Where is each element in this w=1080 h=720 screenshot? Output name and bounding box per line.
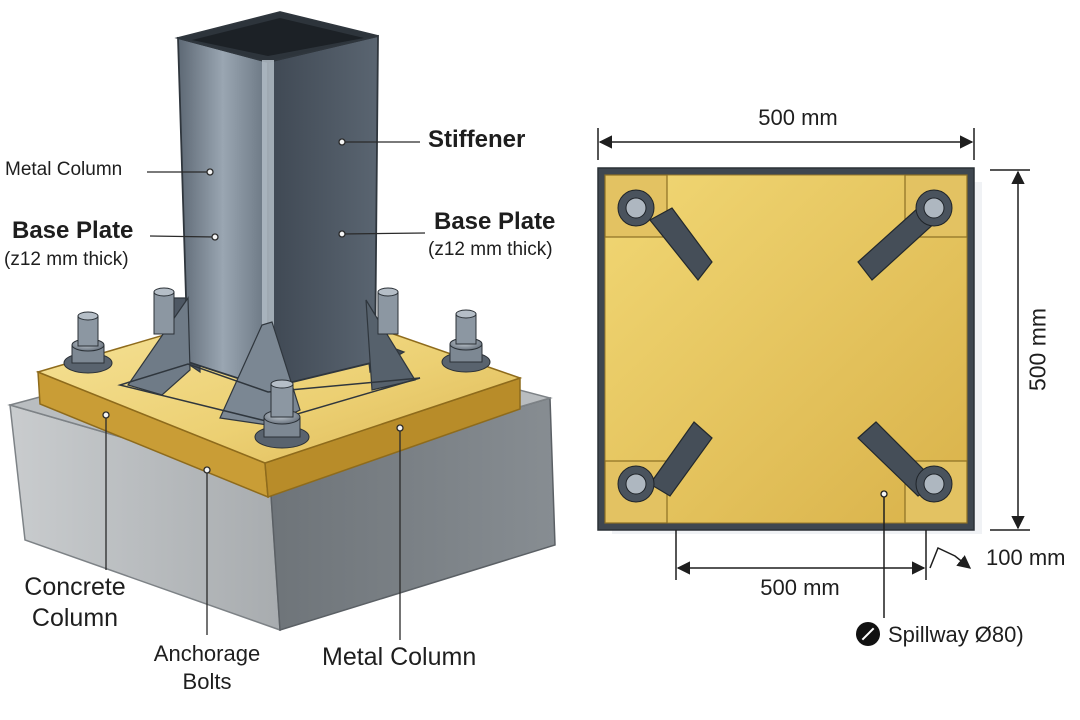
anchor-bolt [153,287,175,335]
stiffener-blades [649,207,940,497]
label-base-plate-left-note: (z12 mm thick) [4,249,129,270]
dim-offset: 100 mm [986,545,1066,570]
anchor-bolts-3d [63,287,491,449]
plan-bolts [617,189,953,503]
plan-bolt [617,189,655,227]
leader-lines-left [102,138,426,640]
spillway-callout: Spillway Ø80) [856,622,1024,647]
label-base-plate-right-note: (z12 mm thick) [428,239,553,260]
diameter-circle-icon [856,622,880,646]
plan-view [597,167,982,534]
dim-right-height: 500 mm [1024,307,1051,392]
label-concrete-column-line1: Concrete [24,573,126,601]
label-anchorage-bolts-line1: Anchorage [153,641,261,666]
anchor-bolt [63,311,113,374]
label-anchorage-bolts: Anchorage Bolts [132,641,282,695]
label-base-plate-left: Base Plate [12,217,134,244]
dimension-lines [597,128,1030,618]
anchor-bolt [254,379,310,449]
label-concrete-column-line2: Column [31,603,119,632]
label-concrete-column: Concrete Column [10,573,140,632]
dim-bottom-width: 500 mm [760,575,840,600]
dim-top-width: 500 mm [758,105,838,130]
label-base-plate-right: Base Plate [434,208,556,235]
plan-bolt [915,189,953,227]
label-stiffener: Stiffener [428,126,526,153]
label-anchorage-bolts-line2: Bolts [182,669,232,695]
label-metal-column-top: Metal Column [5,159,123,180]
plan-bolt [915,465,953,503]
anchor-bolt [441,309,491,373]
metal-column-3d [117,11,421,426]
spillway-label: Spillway Ø80) [888,622,1024,647]
plan-bolt [617,465,655,503]
anchor-bolt [377,287,399,335]
label-metal-column-bottom: Metal Column [322,643,477,671]
